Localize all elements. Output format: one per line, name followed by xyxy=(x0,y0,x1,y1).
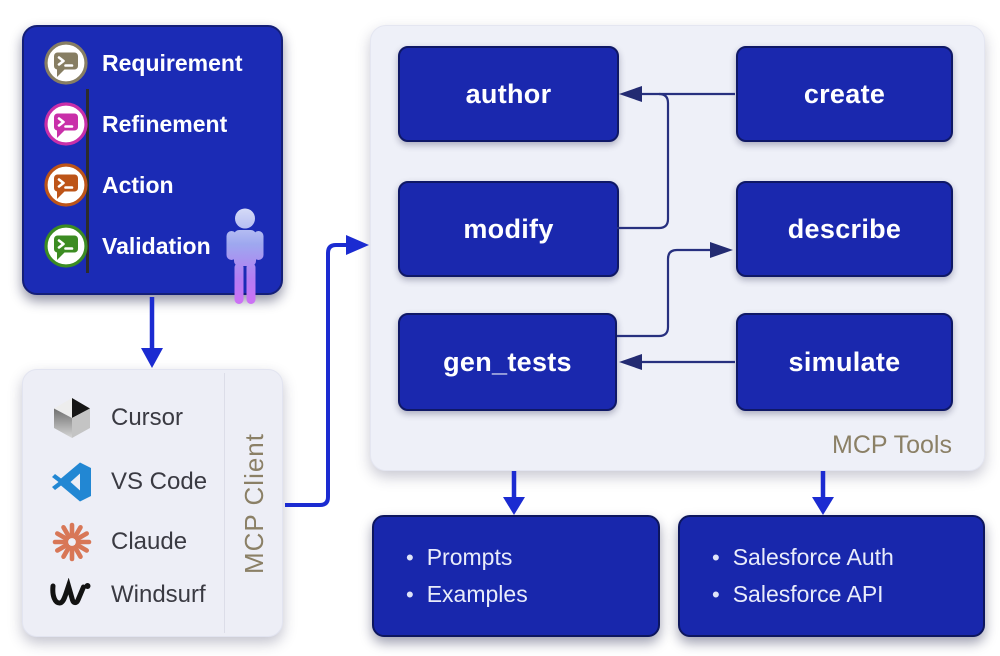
salesforce-box: • Salesforce Auth • Salesforce API xyxy=(678,515,985,637)
workflow-step-label: Validation xyxy=(102,232,211,259)
person-icon xyxy=(226,208,264,304)
bullet-glyph: • xyxy=(712,544,720,570)
windsurf-logo-icon xyxy=(49,571,95,619)
prompts-item-label: Prompts xyxy=(426,544,513,570)
client-panel-title-wrap: MCP Client xyxy=(224,370,284,638)
arrow-client-to-tools xyxy=(285,235,369,507)
workflow-steps: Requirement Refinement xyxy=(44,41,243,268)
client-item-claude: Claude xyxy=(49,518,187,566)
bullet-glyph: • xyxy=(712,581,720,607)
client-panel: Cursor VS Code xyxy=(22,369,283,637)
client-panel-title: MCP Client xyxy=(238,433,269,575)
salesforce-item-label: Salesforce API xyxy=(732,581,884,607)
workflow-step-label: Action xyxy=(102,171,174,198)
prompts-item: • Examples xyxy=(406,581,658,608)
prompts-item: • Prompts xyxy=(406,544,658,571)
validation-chat-icon xyxy=(44,224,88,268)
tool-box-simulate: simulate xyxy=(736,313,953,411)
tools-panel: author create modify describe gen_tests … xyxy=(370,25,985,471)
client-item-windsurf: Windsurf xyxy=(49,571,206,619)
client-item-label: VS Code xyxy=(111,468,208,495)
tool-label: gen_tests xyxy=(443,346,572,377)
client-item-label: Claude xyxy=(111,528,188,555)
tool-label: modify xyxy=(463,213,554,244)
client-item-vscode: VS Code xyxy=(49,458,207,506)
cursor-logo-icon xyxy=(49,394,95,442)
tool-box-modify: modify xyxy=(398,181,619,277)
bullet-glyph: • xyxy=(406,581,414,607)
salesforce-item-label: Salesforce Auth xyxy=(732,544,894,570)
client-item-label: Windsurf xyxy=(111,581,206,608)
salesforce-item: • Salesforce API xyxy=(712,581,983,608)
tool-label: create xyxy=(803,78,886,109)
requirement-chat-icon xyxy=(44,41,88,85)
action-chat-icon xyxy=(44,163,88,207)
client-item-label: Cursor xyxy=(111,404,184,431)
tool-label: describe xyxy=(787,213,902,244)
workflow-panel: Requirement Refinement xyxy=(22,25,283,304)
arrow-workflow-to-client xyxy=(141,297,163,368)
client-item-cursor: Cursor xyxy=(49,394,183,442)
tools-panel-title: MCP Tools xyxy=(832,431,952,459)
workflow-step-action: Action xyxy=(44,163,243,207)
workflow-step-requirement: Requirement xyxy=(44,41,243,85)
workflow-step-refinement: Refinement xyxy=(44,102,243,146)
workflow-step-label: Refinement xyxy=(102,110,228,137)
tool-label: author xyxy=(465,78,552,109)
arrow-tools-to-salesforce xyxy=(812,471,834,515)
workflow-connector-line xyxy=(86,89,89,273)
bullet-glyph: • xyxy=(406,544,414,570)
tool-box-describe: describe xyxy=(736,181,953,277)
tool-box-author: author xyxy=(398,46,619,142)
client-panel-divider xyxy=(224,373,225,633)
tool-label: simulate xyxy=(788,346,901,377)
tool-box-gen-tests: gen_tests xyxy=(398,313,617,411)
workflow-step-label: Requirement xyxy=(102,49,243,76)
prompts-item-label: Examples xyxy=(426,581,528,607)
arrow-tools-to-prompts xyxy=(503,471,525,515)
vscode-logo-icon xyxy=(49,458,95,506)
refinement-chat-icon xyxy=(44,102,88,146)
salesforce-item: • Salesforce Auth xyxy=(712,544,983,571)
prompts-box: • Prompts • Examples xyxy=(372,515,660,637)
tool-box-create: create xyxy=(736,46,953,142)
claude-logo-icon xyxy=(49,518,95,566)
workflow-step-validation: Validation xyxy=(44,224,243,268)
